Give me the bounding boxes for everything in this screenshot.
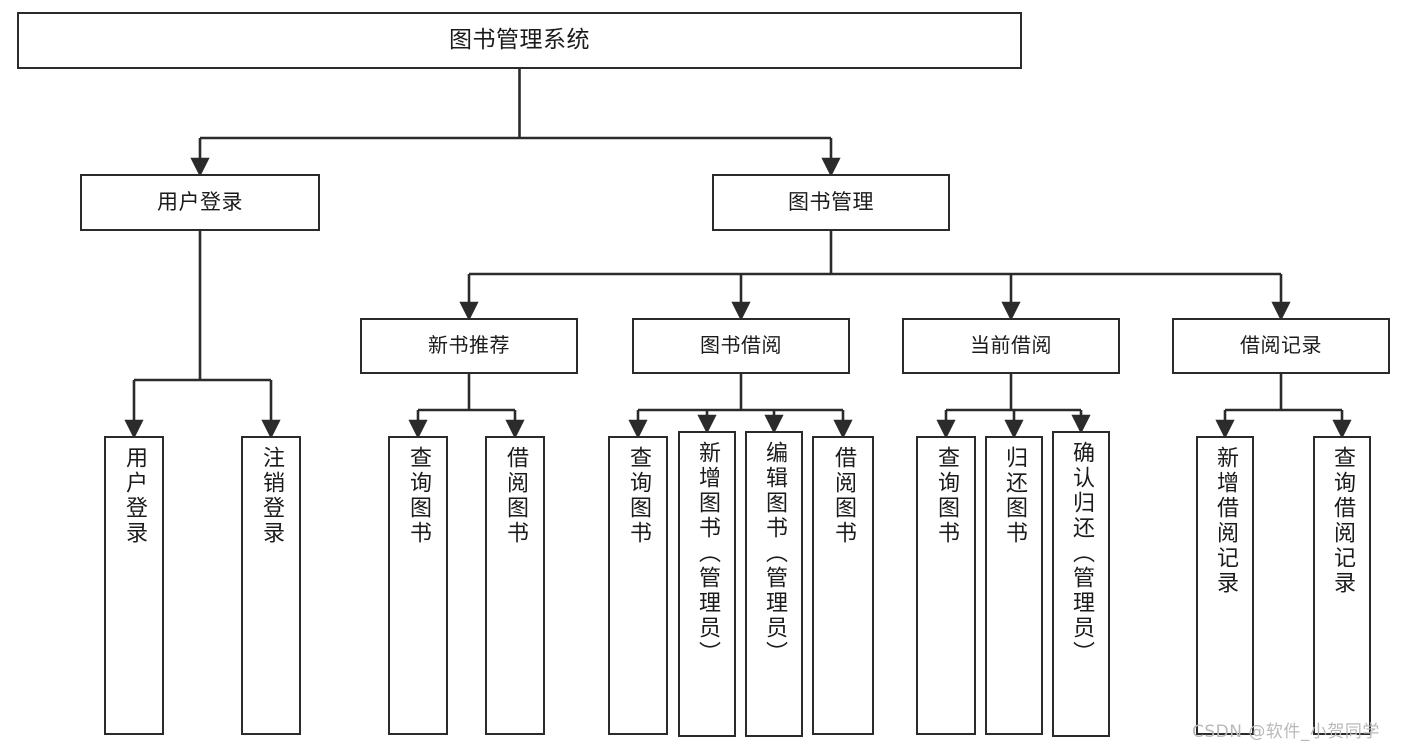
node-group-current-borrow[interactable]: 当前借阅 [902,318,1120,374]
node-label: 图书管理 [788,190,874,215]
node-label: 查询借阅记录 [1330,446,1355,596]
node-root-system[interactable]: 图书管理系统 [17,12,1022,69]
node-label: 查询图书 [934,446,959,546]
node-label: 用户登录 [122,446,147,546]
node-label: 查询图书 [406,446,431,546]
node-leaf[interactable]: 查询图书 [916,436,976,735]
node-leaf[interactable]: 用户登录 [104,436,164,735]
node-label: 新书推荐 [428,333,510,358]
node-group-new-book-recommend[interactable]: 新书推荐 [360,318,578,374]
node-label: 编辑图书（管理员） [762,441,787,666]
node-branch-user-login[interactable]: 用户登录 [80,174,320,231]
node-leaf[interactable]: 新增图书（管理员） [678,431,736,737]
node-label: 借阅图书 [503,446,528,546]
node-leaf[interactable]: 确认归还（管理员） [1052,431,1110,737]
node-label: 查询图书 [626,446,651,546]
node-leaf[interactable]: 编辑图书（管理员） [745,431,803,737]
node-label: 图书借阅 [700,333,782,358]
node-branch-book-management[interactable]: 图书管理 [712,174,950,231]
node-group-book-borrow[interactable]: 图书借阅 [632,318,850,374]
node-label: 图书管理系统 [449,26,590,53]
node-group-borrow-record[interactable]: 借阅记录 [1172,318,1390,374]
node-leaf[interactable]: 查询图书 [388,436,448,735]
node-label: 新增图书（管理员） [695,441,720,666]
node-leaf[interactable]: 新增借阅记录 [1196,436,1254,735]
node-label: 借阅图书 [831,446,856,546]
node-label: 归还图书 [1002,446,1027,546]
node-label: 借阅记录 [1240,333,1322,358]
csdn-watermark: CSDN @软件_小贺同学 [1192,722,1380,742]
node-label: 当前借阅 [970,333,1052,358]
node-label: 确认归还（管理员） [1069,441,1094,666]
node-leaf[interactable]: 归还图书 [985,436,1043,735]
node-label: 用户登录 [157,190,243,215]
node-leaf[interactable]: 借阅图书 [812,436,874,735]
node-leaf[interactable]: 查询图书 [608,436,668,735]
node-label: 注销登录 [259,446,284,546]
node-leaf[interactable]: 查询借阅记录 [1313,436,1371,735]
node-leaf[interactable]: 借阅图书 [485,436,545,735]
node-label: 新增借阅记录 [1213,446,1238,596]
node-leaf[interactable]: 注销登录 [241,436,301,735]
